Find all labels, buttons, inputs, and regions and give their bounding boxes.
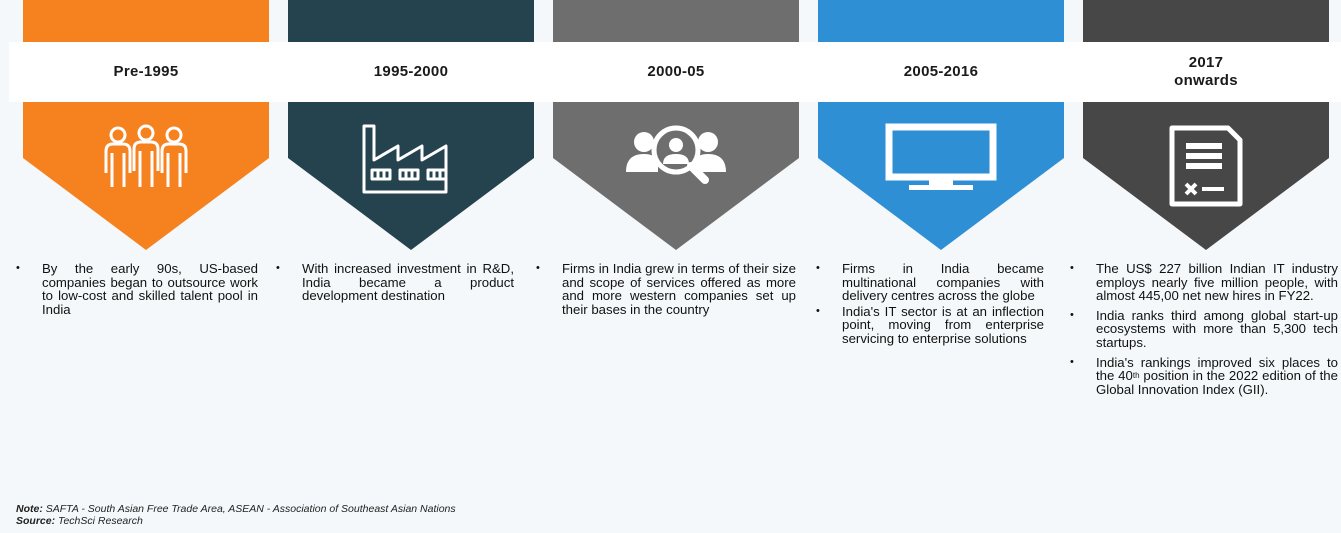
bullet-item: The US$ 227 billion Indian IT industry e…: [1068, 262, 1338, 303]
bullet-item: Firms in India became multinational comp…: [814, 262, 1044, 303]
note-line: Note: SAFTA - South Asian Free Trade Are…: [16, 503, 456, 515]
source-label: Source:: [16, 515, 56, 527]
factory-icon: [288, 108, 534, 208]
stage-description: Firms in India grew in terms of their si…: [534, 262, 796, 322]
stage-2017-onwards: 2017 onwards: [1069, 0, 1341, 260]
people-search-icon: [553, 108, 799, 208]
stage-description: The US$ 227 billion Indian IT industry e…: [1068, 262, 1338, 402]
stage-description: With increased investment in R&D, India …: [274, 262, 514, 309]
ordinal-superscript: th: [1132, 371, 1140, 381]
stage-title: 2005-2016: [804, 42, 1078, 102]
bullet-item: Firms in India grew in terms of their si…: [534, 262, 796, 316]
bullet-text: position in the 2022 edition of the Glob…: [1096, 368, 1338, 397]
bullet-item: India's rankings improved six places to …: [1068, 354, 1338, 397]
stage-pre-1995: Pre-1995: [9, 0, 283, 260]
stage-2000-05: 2000-05: [539, 0, 813, 260]
stage-title: 2000-05: [539, 42, 813, 102]
stage-title: 2017 onwards: [1069, 42, 1341, 102]
bullet-text: India's rankings improved six places to …: [1096, 354, 1338, 384]
stage-description: Firms in India became multinational comp…: [814, 262, 1044, 352]
stage-title: Pre-1995: [9, 42, 283, 102]
note-label: Note:: [16, 503, 43, 515]
stage-2005-2016: 2005-2016: [804, 0, 1078, 260]
stage-1995-2000: 1995-2000: [274, 0, 548, 260]
source-text: TechSci Research: [58, 515, 143, 527]
stage-title: 1995-2000: [274, 42, 548, 102]
bullet-item: By the early 90s, US-based companies beg…: [14, 262, 258, 316]
bullet-item: With increased investment in R&D, India …: [274, 262, 514, 303]
document-icon: [1083, 116, 1329, 216]
monitor-icon: [818, 108, 1064, 208]
bullet-item: India's IT sector is at an inflection po…: [814, 305, 1044, 346]
source-line: Source: TechSci Research: [16, 515, 143, 527]
team-icon: [23, 108, 269, 208]
stage-description: By the early 90s, US-based companies beg…: [14, 262, 258, 322]
bullet-item: India ranks third among global start-up …: [1068, 309, 1338, 350]
note-text: SAFTA - South Asian Free Trade Area, ASE…: [45, 503, 456, 515]
